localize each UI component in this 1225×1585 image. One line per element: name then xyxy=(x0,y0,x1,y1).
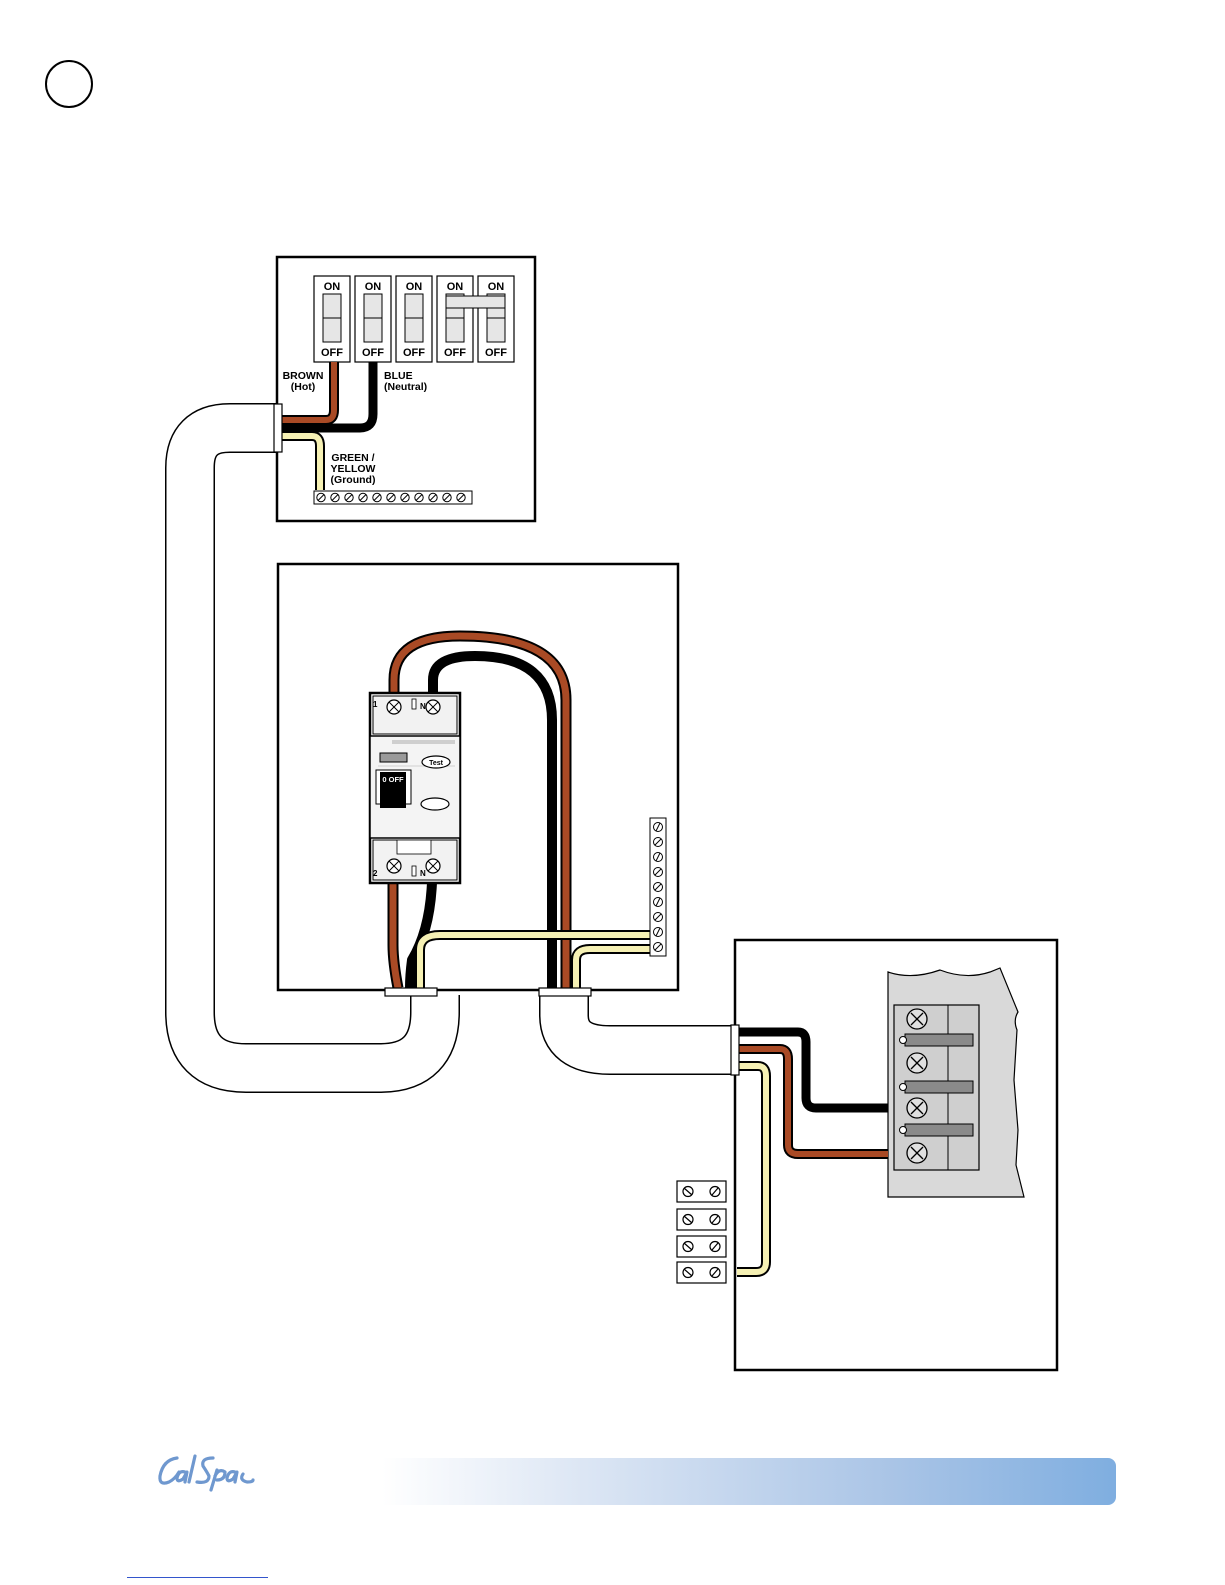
brown-wire-sublabel: (Hot) xyxy=(291,381,316,393)
blue-wire-sublabel: (Neutral) xyxy=(384,381,427,393)
switch-on-label: ON xyxy=(488,281,505,293)
footer-gradient-bar xyxy=(382,1458,1116,1505)
footer-link-underline xyxy=(127,1577,268,1578)
breaker-switch[interactable]: ON OFF xyxy=(314,276,350,362)
terminal-label: 1 xyxy=(373,700,378,709)
switch-off-label: OFF xyxy=(444,347,466,359)
panel-wire-bushing xyxy=(274,404,282,452)
terminal-label: N xyxy=(420,702,426,711)
breaker-switch[interactable]: ON OFF xyxy=(355,276,391,362)
switch-off-label: OFF xyxy=(403,347,425,359)
breaker-tie-bar xyxy=(446,296,505,308)
switch-on-label: ON xyxy=(324,281,341,293)
gfci-disconnect-box xyxy=(278,564,678,990)
gfci-bushing-right xyxy=(539,988,591,996)
terminal-label: N xyxy=(420,869,426,878)
toggle-off-label: 0 OFF xyxy=(382,775,404,784)
switch-on-label: ON xyxy=(365,281,382,293)
page-marker-circle xyxy=(46,61,92,107)
spa-wire-bushing xyxy=(731,1025,739,1075)
gfci-breaker: 1 N Test 0 OFF 2 N xyxy=(370,693,460,883)
switch-on-label: ON xyxy=(406,281,423,293)
switch-on-label: ON xyxy=(447,281,464,293)
ground-wire-sublabel-2: (Ground) xyxy=(331,474,376,486)
conduit-right xyxy=(564,995,735,1050)
terminal-label: 2 xyxy=(373,869,378,878)
gfci-bushing-left xyxy=(385,988,437,996)
switch-off-label: OFF xyxy=(485,347,507,359)
breaker-switch[interactable]: ON OFF xyxy=(437,276,473,362)
breaker-switch[interactable]: ON OFF xyxy=(396,276,432,362)
test-button-label: Test xyxy=(429,760,444,767)
gfci-ground-bar xyxy=(650,818,666,956)
cal-spas-logo xyxy=(155,1448,255,1494)
spa-ground-lugs xyxy=(677,1181,726,1283)
switch-off-label: OFF xyxy=(321,347,343,359)
reset-indicator xyxy=(421,798,449,810)
switch-off-label: OFF xyxy=(362,347,384,359)
ground-bus-bar xyxy=(314,491,472,504)
breaker-switch[interactable]: ON OFF xyxy=(478,276,514,362)
